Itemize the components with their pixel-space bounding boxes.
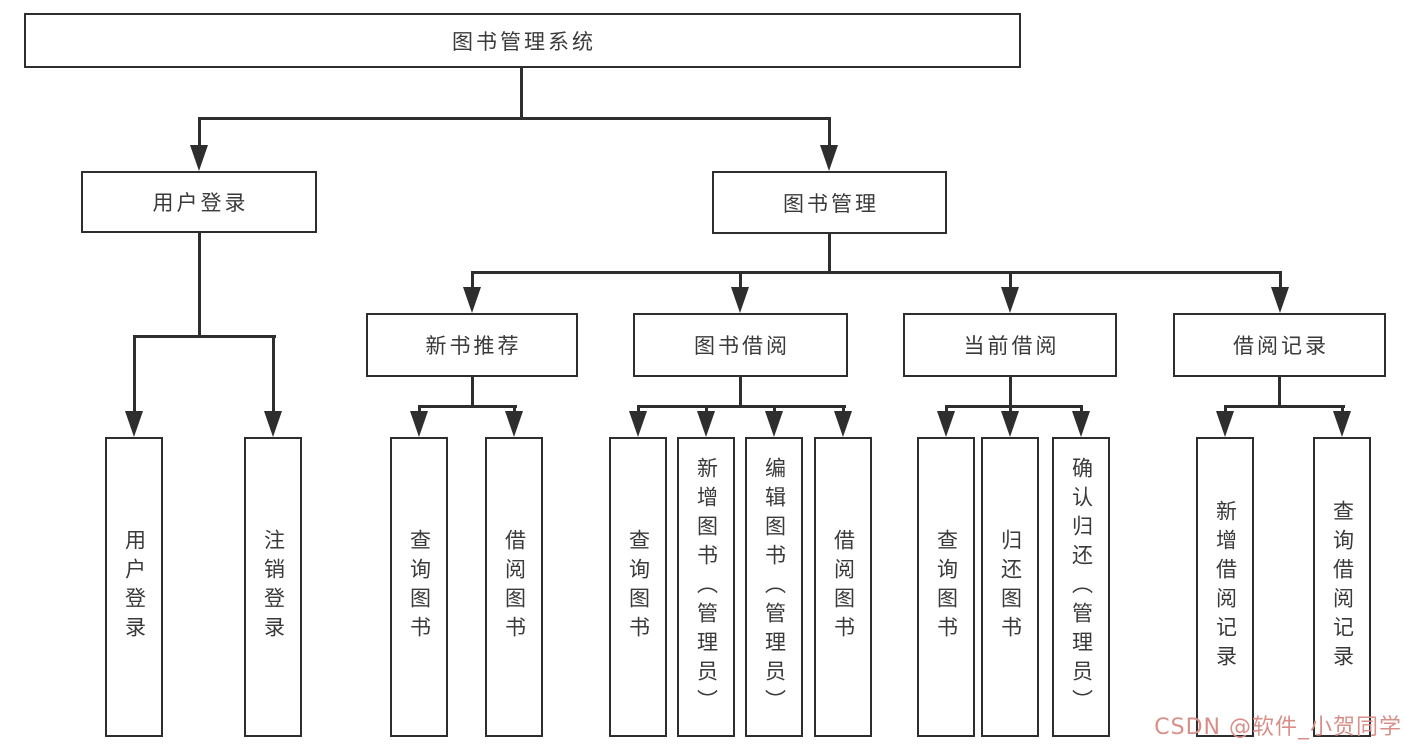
leaf-return-books: 归还图书 <box>981 437 1039 737</box>
arrow-down-icon <box>505 411 523 437</box>
arrow-down-icon <box>1216 411 1234 437</box>
node-user-login: 用户登录 <box>81 171 317 233</box>
node-book-management-label: 图书管理 <box>783 191 879 216</box>
leaf-query-borrow-record-label: 查询借阅记录 <box>1330 500 1355 674</box>
connector-line <box>470 377 474 407</box>
arrow-down-icon <box>697 411 715 437</box>
connector-line <box>197 117 201 148</box>
connector-line <box>772 405 776 415</box>
leaf-edit-books-admin: 编辑图书（管理员） <box>745 437 803 737</box>
node-book-management: 图书管理 <box>712 171 947 234</box>
connector-line <box>704 405 708 415</box>
arrow-down-icon <box>765 411 783 437</box>
arrow-down-icon <box>937 411 955 437</box>
connector-line <box>944 405 948 415</box>
connector-line <box>519 68 523 118</box>
connector-line <box>417 405 421 415</box>
connector-line <box>470 271 1282 274</box>
connector-line <box>1277 377 1281 407</box>
connector-line <box>1008 405 1012 415</box>
leaf-recommend-query-books-label: 查询图书 <box>407 529 432 645</box>
leaf-logout-label: 注销登录 <box>261 529 286 645</box>
leaf-confirm-return-admin-label: 确认归还（管理员） <box>1069 456 1094 718</box>
node-borrow-records-label: 借阅记录 <box>1233 334 1329 358</box>
arrow-down-icon <box>410 411 428 437</box>
arrow-down-icon <box>1001 411 1019 437</box>
connector-line <box>1079 405 1083 415</box>
arrow-down-icon <box>820 145 838 171</box>
leaf-logout: 注销登录 <box>244 437 302 737</box>
leaf-borrow-query-books-label: 查询图书 <box>626 529 651 645</box>
connector-line <box>197 117 831 120</box>
leaf-current-query-books-label: 查询图书 <box>934 529 959 645</box>
arrow-down-icon <box>1271 287 1289 313</box>
arrow-down-icon <box>125 411 143 437</box>
leaf-return-books-label: 归还图书 <box>998 529 1023 645</box>
connector-line <box>738 377 742 407</box>
arrow-down-icon <box>190 145 208 171</box>
node-user-login-label: 用户登录 <box>152 191 249 215</box>
connector-line <box>197 233 201 337</box>
arrow-down-icon <box>1333 411 1351 437</box>
connector-line <box>512 405 516 415</box>
connector-line <box>1008 271 1012 293</box>
node-current-borrow-label: 当前借阅 <box>963 334 1060 358</box>
arrow-down-icon <box>834 411 852 437</box>
csdn-watermark: CSDN @软件_小贺同学 <box>1154 715 1402 740</box>
connector-line <box>636 405 846 408</box>
connector-line <box>1008 377 1012 407</box>
leaf-borrow-books-label: 借阅图书 <box>831 529 856 645</box>
node-new-book-recommend-label: 新书推荐 <box>425 334 522 358</box>
connector-line <box>417 405 517 408</box>
leaf-add-borrow-record-label: 新增借阅记录 <box>1213 500 1238 674</box>
connector-line <box>132 335 276 338</box>
leaf-confirm-return-admin: 确认归还（管理员） <box>1052 437 1110 737</box>
arrow-down-icon <box>463 287 481 313</box>
arrow-down-icon <box>731 287 749 313</box>
connector-line <box>827 117 831 148</box>
connector-line <box>470 271 474 293</box>
connector-line <box>841 405 845 415</box>
arrow-down-icon <box>1072 411 1090 437</box>
leaf-edit-books-admin-label: 编辑图书（管理员） <box>762 456 787 718</box>
connector-line <box>1278 271 1282 293</box>
arrow-down-icon <box>629 411 647 437</box>
connector-line <box>738 271 742 293</box>
connector-line <box>1340 405 1344 415</box>
node-book-borrow: 图书借阅 <box>633 313 848 377</box>
node-book-borrow-label: 图书借阅 <box>694 334 790 358</box>
arrow-down-icon <box>264 411 282 437</box>
connector-line <box>636 405 640 415</box>
leaf-recommend-borrow-books: 借阅图书 <box>485 437 543 737</box>
leaf-borrow-query-books: 查询图书 <box>609 437 667 737</box>
connector-line <box>132 335 136 415</box>
leaf-current-query-books: 查询图书 <box>917 437 975 737</box>
connector-line <box>1223 405 1227 415</box>
connector-line <box>271 335 275 415</box>
node-root-label: 图书管理系统 <box>452 29 596 54</box>
node-new-book-recommend: 新书推荐 <box>366 313 578 377</box>
node-current-borrow: 当前借阅 <box>903 313 1117 377</box>
leaf-add-borrow-record: 新增借阅记录 <box>1196 437 1254 737</box>
connector-line <box>944 405 1083 408</box>
leaf-user-login-label: 用户登录 <box>122 529 147 645</box>
connector-line <box>827 234 831 273</box>
leaf-recommend-borrow-books-label: 借阅图书 <box>502 529 527 645</box>
node-root: 图书管理系统 <box>24 13 1021 68</box>
leaf-add-books-admin: 新增图书（管理员） <box>677 437 735 737</box>
leaf-add-books-admin-label: 新增图书（管理员） <box>694 456 719 718</box>
arrow-down-icon <box>1001 287 1019 313</box>
leaf-query-borrow-record: 查询借阅记录 <box>1313 437 1371 737</box>
leaf-user-login: 用户登录 <box>105 437 163 737</box>
leaf-borrow-books: 借阅图书 <box>814 437 872 737</box>
connector-line <box>1223 405 1345 408</box>
leaf-recommend-query-books: 查询图书 <box>390 437 448 737</box>
node-borrow-records: 借阅记录 <box>1173 313 1386 377</box>
